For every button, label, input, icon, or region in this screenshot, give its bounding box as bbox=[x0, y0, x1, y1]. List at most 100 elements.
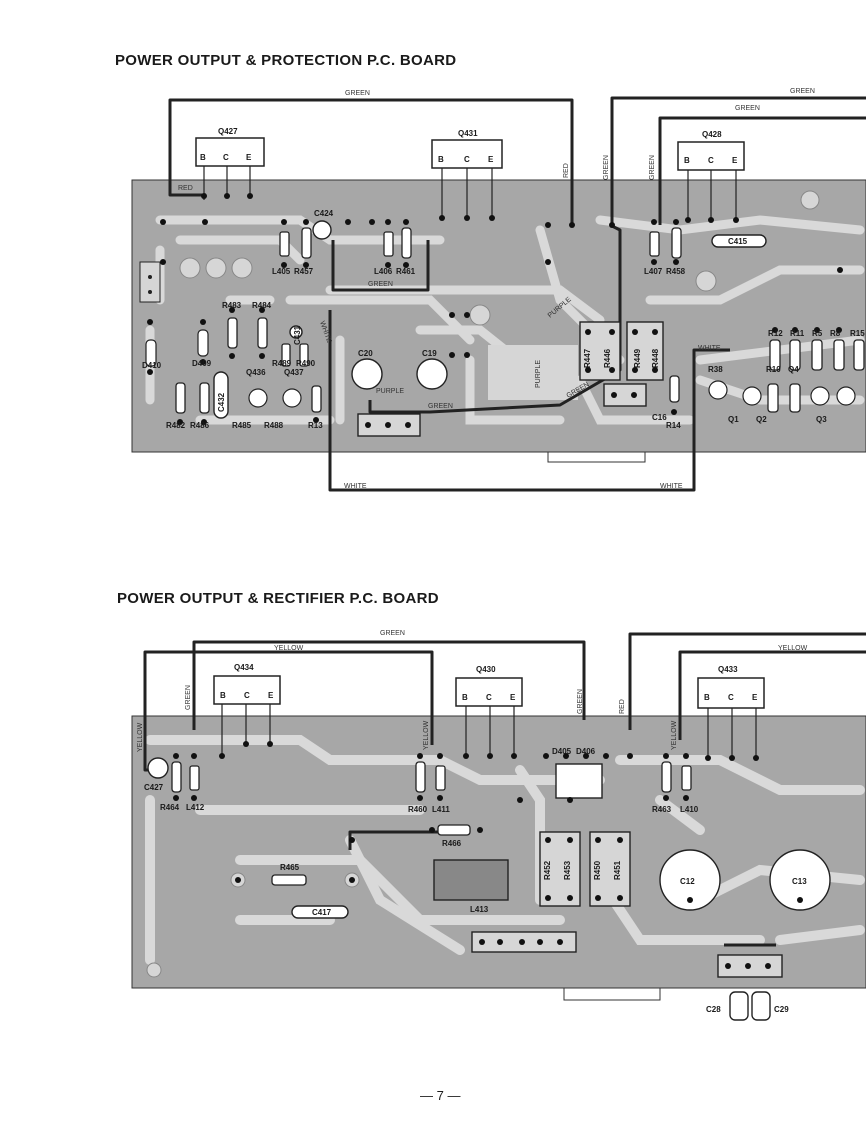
svg-text:YELLOW: YELLOW bbox=[274, 645, 304, 652]
svg-text:YELLOW: YELLOW bbox=[137, 722, 144, 752]
svg-text:RED: RED bbox=[619, 699, 626, 714]
q427-label: Q427 bbox=[218, 127, 238, 136]
svg-text:Q437: Q437 bbox=[284, 368, 304, 377]
protection-board-title: POWER OUTPUT & PROTECTION P.C. BOARD bbox=[115, 52, 457, 69]
svg-text:C13: C13 bbox=[792, 877, 807, 886]
solder-points bbox=[147, 193, 843, 428]
svg-text:GREEN: GREEN bbox=[735, 105, 760, 112]
svg-text:RED: RED bbox=[178, 185, 193, 192]
diodes bbox=[145, 329, 209, 367]
svg-text:C28: C28 bbox=[706, 1005, 721, 1014]
svg-text:L407: L407 bbox=[644, 267, 663, 276]
svg-text:R482: R482 bbox=[166, 421, 186, 430]
svg-text:R13: R13 bbox=[308, 421, 323, 430]
resistors bbox=[175, 227, 865, 414]
svg-text:GREEN: GREEN bbox=[368, 281, 393, 288]
svg-text:L413: L413 bbox=[470, 905, 489, 914]
svg-text:L412: L412 bbox=[186, 803, 205, 812]
svg-text:R466: R466 bbox=[442, 839, 462, 848]
svg-text:D406: D406 bbox=[576, 747, 596, 756]
svg-text:R488: R488 bbox=[264, 421, 284, 430]
svg-text:GREEN: GREEN bbox=[649, 155, 656, 180]
transistor-module-q433: Q433 B C E bbox=[697, 665, 765, 758]
svg-text:GREEN: GREEN bbox=[603, 155, 610, 180]
capacitors bbox=[289, 220, 448, 390]
svg-text:C431: C431 bbox=[293, 325, 302, 345]
q430-label: Q430 bbox=[476, 665, 496, 674]
svg-text:C424: C424 bbox=[314, 209, 334, 218]
svg-text:E: E bbox=[732, 156, 738, 165]
svg-text:L406: L406 bbox=[374, 267, 393, 276]
svg-text:YELLOW: YELLOW bbox=[778, 645, 808, 652]
rectifier-board: Q434 B C E Q430 B C E Q433 B C E bbox=[131, 630, 866, 1021]
svg-text:E: E bbox=[488, 155, 494, 164]
svg-text:C: C bbox=[464, 155, 470, 164]
svg-text:C: C bbox=[708, 156, 714, 165]
svg-text:C432: C432 bbox=[217, 392, 226, 412]
svg-text:R453: R453 bbox=[563, 860, 572, 880]
resistors bbox=[171, 761, 692, 886]
svg-text:YELLOW: YELLOW bbox=[671, 720, 678, 750]
svg-text:R451: R451 bbox=[613, 860, 622, 880]
svg-text:R464: R464 bbox=[160, 803, 180, 812]
svg-text:L410: L410 bbox=[680, 805, 699, 814]
svg-text:R446: R446 bbox=[603, 348, 612, 368]
svg-text:R447: R447 bbox=[583, 348, 592, 368]
small-transistors bbox=[248, 380, 856, 408]
svg-text:R460: R460 bbox=[408, 805, 428, 814]
svg-text:R485: R485 bbox=[232, 421, 252, 430]
q428-label: Q428 bbox=[702, 130, 722, 139]
svg-text:Q4: Q4 bbox=[788, 365, 799, 374]
svg-text:L411: L411 bbox=[432, 805, 450, 814]
svg-text:R10: R10 bbox=[766, 365, 781, 374]
svg-text:E: E bbox=[268, 691, 274, 700]
svg-text:B: B bbox=[462, 693, 468, 702]
mounting-pads bbox=[146, 872, 360, 978]
svg-text:R15: R15 bbox=[850, 329, 865, 338]
svg-text:PURPLE: PURPLE bbox=[535, 360, 542, 388]
q431-label: Q431 bbox=[458, 129, 478, 138]
svg-text:R465: R465 bbox=[280, 863, 300, 872]
white-box bbox=[488, 345, 578, 400]
component-labels: C427 R464 L412 R460 L411 D405 D406 R463 … bbox=[144, 747, 807, 1014]
svg-text:B: B bbox=[438, 155, 444, 164]
protection-board: Q427 B C E Q431 B C E Q428 B C E bbox=[131, 88, 866, 492]
svg-text:R490: R490 bbox=[296, 359, 316, 368]
wires bbox=[168, 96, 866, 492]
svg-text:B: B bbox=[220, 691, 226, 700]
mounting-pads bbox=[179, 190, 820, 326]
board-tab bbox=[547, 452, 646, 463]
svg-text:GREEN: GREEN bbox=[380, 630, 405, 637]
page-number: — 7 — bbox=[420, 1088, 461, 1103]
svg-text:WHITE: WHITE bbox=[344, 483, 367, 490]
svg-text:YELLOW: YELLOW bbox=[423, 720, 430, 750]
svg-text:R11: R11 bbox=[790, 329, 805, 338]
wire-labels: GREEN YELLOW YELLOW GREEN YELLOW YELLOW … bbox=[137, 630, 808, 752]
svg-text:GREEN: GREEN bbox=[185, 685, 192, 710]
svg-text:B: B bbox=[684, 156, 690, 165]
svg-text:B: B bbox=[704, 693, 710, 702]
transistor-module-q430: Q430 B C E bbox=[455, 665, 523, 756]
transistor-module-q428: Q428 B C E bbox=[677, 130, 745, 220]
svg-text:R14: R14 bbox=[666, 421, 681, 430]
svg-text:D405: D405 bbox=[552, 747, 572, 756]
copper-traces bbox=[145, 215, 865, 425]
svg-text:C19: C19 bbox=[422, 349, 437, 358]
wires bbox=[143, 632, 866, 947]
svg-text:R463: R463 bbox=[652, 805, 672, 814]
rectifier-board-title: POWER OUTPUT & RECTIFIER P.C. BOARD bbox=[117, 590, 439, 607]
svg-text:Q2: Q2 bbox=[756, 415, 767, 424]
svg-text:Q3: Q3 bbox=[816, 415, 827, 424]
svg-text:C417: C417 bbox=[312, 908, 332, 917]
svg-text:R484: R484 bbox=[252, 301, 272, 310]
svg-text:C16: C16 bbox=[652, 413, 667, 422]
svg-text:WHITE: WHITE bbox=[660, 483, 683, 490]
svg-text:R457: R457 bbox=[294, 267, 314, 276]
component-labels: C424 L405 R457 L406 R461 L407 R458 C415 … bbox=[142, 209, 865, 430]
svg-text:R8: R8 bbox=[830, 329, 841, 338]
svg-text:E: E bbox=[246, 153, 252, 162]
white-box bbox=[139, 261, 161, 303]
svg-text:R449: R449 bbox=[633, 348, 642, 368]
svg-text:R483: R483 bbox=[222, 301, 242, 310]
